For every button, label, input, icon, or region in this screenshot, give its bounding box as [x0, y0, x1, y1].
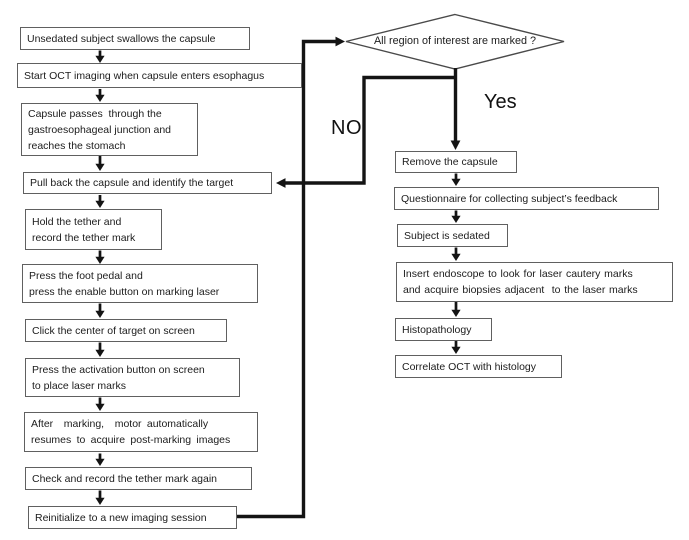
step-start-oct-imaging: Start OCT imaging when capsule enters es… [17, 63, 302, 88]
step-post-marking-images: After marking, motor automatically resum… [24, 412, 258, 452]
step-text: Start OCT imaging when capsule enters es… [24, 69, 265, 82]
step-text: Capsule passes through the [28, 107, 162, 120]
step-text: record the tether mark [32, 231, 136, 244]
step-text: After marking, motor automatically [31, 418, 209, 430]
step-text: gastroesophageal junction and [28, 123, 172, 136]
step-text: Pull back the capsule and identify the t… [30, 177, 234, 189]
step-pull-back-capsule: Pull back the capsule and identify the t… [23, 172, 272, 194]
step-text: and acquire biopsies adjacent to the las… [403, 284, 638, 296]
step-text: Remove the capsule [402, 156, 498, 168]
step-capsule-passes-gej: Capsule passes through the gastroesophag… [21, 103, 198, 156]
step-text: Insert endoscope to look for laser caute… [403, 268, 633, 280]
step-check-tether-mark: Check and record the tether mark again [25, 467, 252, 490]
step-text: resumes to acquire post-marking images [31, 434, 231, 446]
step-text: Press the activation button on screen [32, 363, 205, 376]
decision-diamond: All region of interest are marked ? [373, 35, 537, 47]
branch-label-no: NO [331, 117, 362, 139]
step-subject-sedated: Subject is sedated [397, 224, 508, 247]
step-text: Press the foot pedal and [29, 269, 143, 282]
step-click-target-center: Click the center of target on screen [25, 319, 227, 342]
connector-yes-branch [450, 68, 461, 150]
step-text: Subject is sedated [404, 229, 490, 242]
step-histopathology: Histopathology [395, 318, 492, 341]
step-correlate-oct-histology: Correlate OCT with histology [395, 355, 562, 378]
step-press-activation-button: Press the activation button on screen to… [25, 358, 240, 397]
branch-label-yes: Yes [484, 91, 517, 113]
step-text: Click the center of target on screen [32, 324, 195, 337]
step-questionnaire-feedback: Questionnaire for collecting subject’s f… [394, 187, 659, 210]
step-text: press the enable button on marking laser [29, 285, 220, 298]
step-text: Unsedated subject swallows the capsule [27, 32, 216, 45]
step-text: Histopathology [402, 323, 472, 336]
connector-no-branch [276, 75, 456, 188]
step-swallow-capsule: Unsedated subject swallows the capsule [20, 27, 250, 50]
connector-feedback-loop [237, 36, 345, 519]
step-text: Correlate OCT with histology [402, 360, 537, 373]
step-text: reaches the stomach [28, 139, 126, 152]
step-press-foot-pedal: Press the foot pedal and press the enabl… [22, 264, 258, 303]
step-text: Reinitialize to a new imaging session [35, 511, 207, 524]
right-column-arrows [451, 173, 461, 354]
step-text: Hold the tether and [32, 215, 122, 228]
step-reinitialize-session: Reinitialize to a new imaging session [28, 506, 237, 529]
step-text: Check and record the tether mark again [32, 472, 218, 485]
step-text: Questionnaire for collecting subject’s f… [401, 192, 618, 205]
left-column-arrows [95, 50, 105, 505]
step-insert-endoscope-biopsies: Insert endoscope to look for laser caute… [396, 262, 673, 302]
step-hold-tether: Hold the tether and record the tether ma… [25, 209, 162, 250]
step-text: to place laser marks [32, 379, 126, 392]
step-remove-capsule: Remove the capsule [395, 151, 517, 173]
